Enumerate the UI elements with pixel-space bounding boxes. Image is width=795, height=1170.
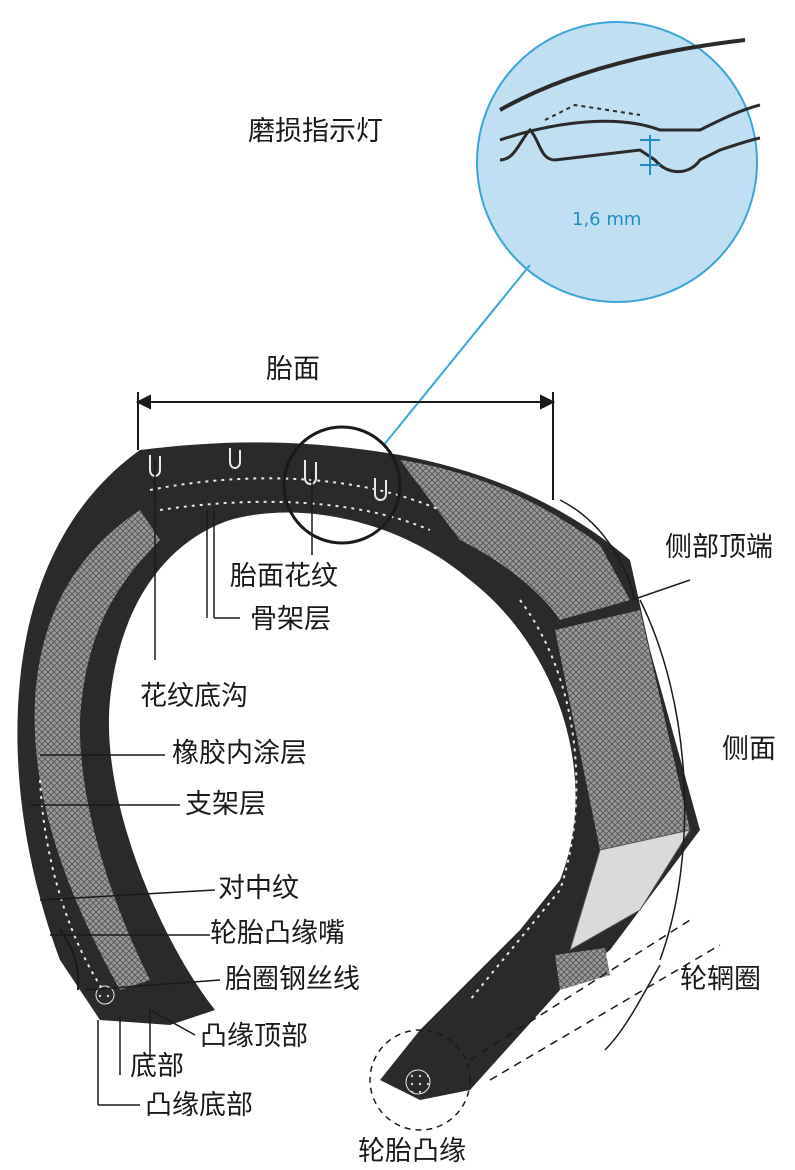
bead-wire-bundle-left bbox=[95, 985, 115, 1005]
bead-dashed-circle bbox=[369, 1029, 471, 1131]
label-shoulder: 侧部顶端 bbox=[665, 532, 773, 563]
label-carcass: 骨架层 bbox=[250, 604, 331, 635]
sidewall-mesh bbox=[555, 610, 690, 850]
tread-mesh-top bbox=[400, 460, 630, 620]
leader-lines bbox=[30, 460, 313, 1106]
inset-pointer-line bbox=[382, 264, 531, 447]
rim-mesh-block bbox=[555, 948, 610, 990]
label-bead-top: 凸缘顶部 bbox=[200, 1021, 308, 1052]
sidewall-arcs bbox=[559, 499, 691, 1051]
rim-lines bbox=[469, 919, 721, 1081]
label-groove-bottom: 花纹底沟 bbox=[140, 681, 248, 712]
carcass-ply-right bbox=[469, 599, 578, 1001]
tread-width-dimension bbox=[135, 392, 556, 500]
wear-indicator-title: 磨损指示灯 bbox=[248, 116, 383, 147]
wear-indicator-inset: 1,6 mm bbox=[382, 21, 761, 447]
inner-liner-mesh bbox=[34, 510, 160, 990]
label-centering-rib: 对中纹 bbox=[218, 873, 299, 904]
inset-magnifier-circle bbox=[476, 21, 758, 303]
bead-wire-bundle-right bbox=[405, 1069, 431, 1095]
carcass-ply-top bbox=[149, 477, 441, 511]
inset-measurement-label: 1,6 mm bbox=[572, 209, 641, 230]
inset-tread-illustration bbox=[499, 38, 761, 175]
label-bead: 轮胎凸缘 bbox=[358, 1136, 466, 1167]
label-bead-base: 凸缘底部 bbox=[145, 1090, 253, 1121]
label-bead-toe: 轮胎凸缘嘴 bbox=[210, 918, 345, 949]
tyre-outer-shell bbox=[17, 442, 701, 1100]
belt-ply-top bbox=[159, 500, 431, 531]
label-sidewall: 侧面 bbox=[722, 734, 776, 765]
tread-width-label: 胎面 bbox=[266, 354, 320, 385]
label-base: 底部 bbox=[130, 1051, 184, 1082]
label-inner-liner: 橡胶内涂层 bbox=[172, 738, 307, 769]
tread-magnifier-circle bbox=[282, 425, 402, 545]
label-belt-layer: 支架层 bbox=[185, 789, 266, 820]
sidewall-light-band bbox=[569, 829, 692, 952]
tyre-body bbox=[17, 425, 701, 1131]
label-rim: 轮辋圈 bbox=[680, 964, 761, 995]
label-bead-wire: 胎圈钢丝线 bbox=[225, 964, 360, 995]
label-tread-pattern: 胎面花纹 bbox=[230, 561, 338, 592]
